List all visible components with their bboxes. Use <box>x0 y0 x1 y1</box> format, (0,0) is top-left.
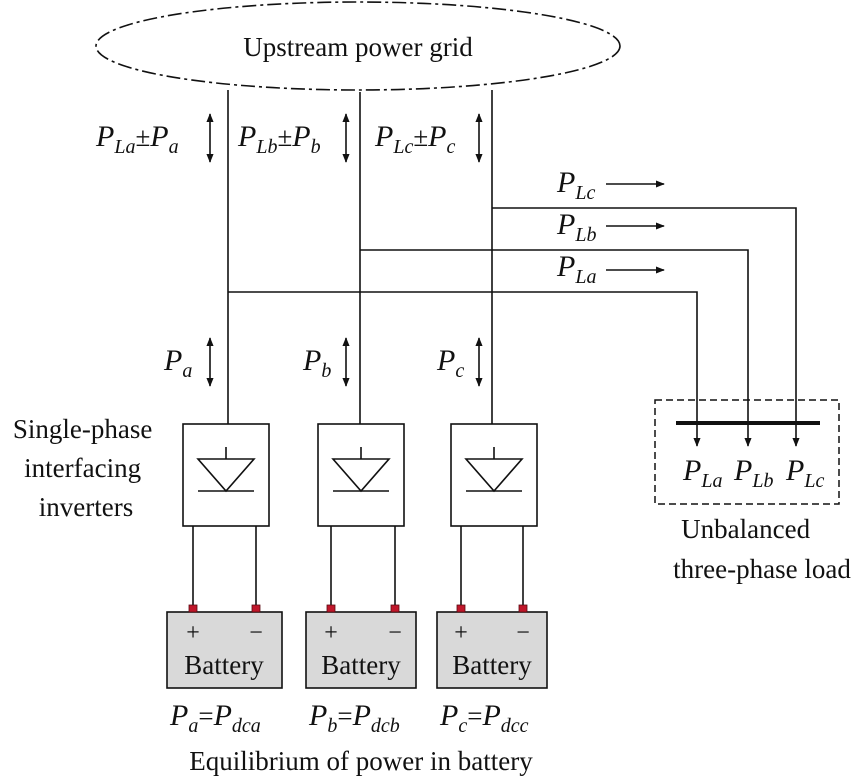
branch-la <box>228 291 701 447</box>
battery-minus-sign: − <box>516 620 530 646</box>
battery-box-b <box>305 611 417 689</box>
battery-box-c <box>436 611 548 689</box>
flow-label-b-upper: PLb±Pb <box>237 120 321 158</box>
terminal-plus-icon <box>326 604 336 613</box>
inverter-c <box>450 423 538 527</box>
flow-label-pb: Pb <box>302 344 331 382</box>
load-label-lc: PLc <box>785 454 824 492</box>
battery-equation-a: Pa=Pdca <box>169 699 261 737</box>
inverter-box-a <box>182 423 270 527</box>
upstream-grid: Upstream power grid <box>95 1 621 91</box>
branch-lc <box>492 207 800 447</box>
load-label-lb: PLb <box>733 454 773 492</box>
flow-label-lb: PLb <box>556 208 596 246</box>
flow-label-pa: Pa <box>163 344 192 382</box>
terminal-minus-icon <box>390 604 400 613</box>
unbalanced-load: PLa PLb PLc Unbalanced three-phase load <box>654 399 851 584</box>
battery-minus-sign: − <box>249 620 263 646</box>
load-branches <box>228 207 800 447</box>
diagram-caption: Equilibrium of power in battery <box>189 746 533 776</box>
battery-plus-sign: + <box>324 620 338 646</box>
diode-icon <box>464 447 524 493</box>
battery-equation-b: Pb=Pdcb <box>308 699 400 737</box>
inverter-box-c <box>450 423 538 527</box>
terminal-minus-icon <box>251 604 261 613</box>
terminal-minus-icon <box>518 604 528 613</box>
grid-ellipse <box>95 1 621 91</box>
phase-wires <box>227 90 493 424</box>
load-label-la: PLa <box>682 454 722 492</box>
diode-icon <box>196 447 256 493</box>
battery-b: + − Battery <box>305 604 417 689</box>
battery-a: + − Battery <box>166 604 283 689</box>
flow-label-c-upper: PLc±Pc <box>374 120 455 158</box>
load-flow-labels: PLc PLb PLa <box>556 166 665 288</box>
battery-minus-sign: − <box>388 620 402 646</box>
battery-equations: Pa=Pdca Pb=Pdcb Pc=Pdcc <box>169 699 529 737</box>
branch-lb <box>360 249 752 447</box>
dc-leads <box>192 526 524 608</box>
flow-label-a-upper: PLa±Pa <box>95 120 179 158</box>
battery-c: + − Battery <box>436 604 548 689</box>
battery-label: Battery <box>184 650 264 680</box>
terminal-plus-icon <box>188 604 198 613</box>
battery-label: Battery <box>321 650 401 680</box>
flow-label-pc: Pc <box>436 344 464 382</box>
flow-label-lc: PLc <box>556 166 595 204</box>
grid-label: Upstream power grid <box>243 32 473 62</box>
battery-box-a <box>166 611 283 689</box>
inverter-flows: Pa Pb Pc <box>163 337 483 387</box>
load-dashed-box <box>654 399 840 505</box>
battery-equation-c: Pc=Pdcc <box>439 699 529 737</box>
upper-flow-labels: PLa±Pa PLb±Pb PLc±Pc <box>95 120 455 158</box>
inverter-a <box>182 423 270 527</box>
inverter-b <box>317 423 405 527</box>
load-caption: Unbalanced three-phase load <box>673 514 851 584</box>
battery-plus-sign: + <box>186 620 200 646</box>
battery-plus-sign: + <box>454 620 468 646</box>
flow-label-la: PLa <box>556 250 596 288</box>
inverter-label: Single-phase interfacing inverters <box>13 414 159 522</box>
inverter-box-b <box>317 423 405 527</box>
terminal-plus-icon <box>456 604 466 613</box>
upper-arrows <box>206 113 483 163</box>
battery-label: Battery <box>452 650 532 680</box>
diode-icon <box>331 447 391 493</box>
